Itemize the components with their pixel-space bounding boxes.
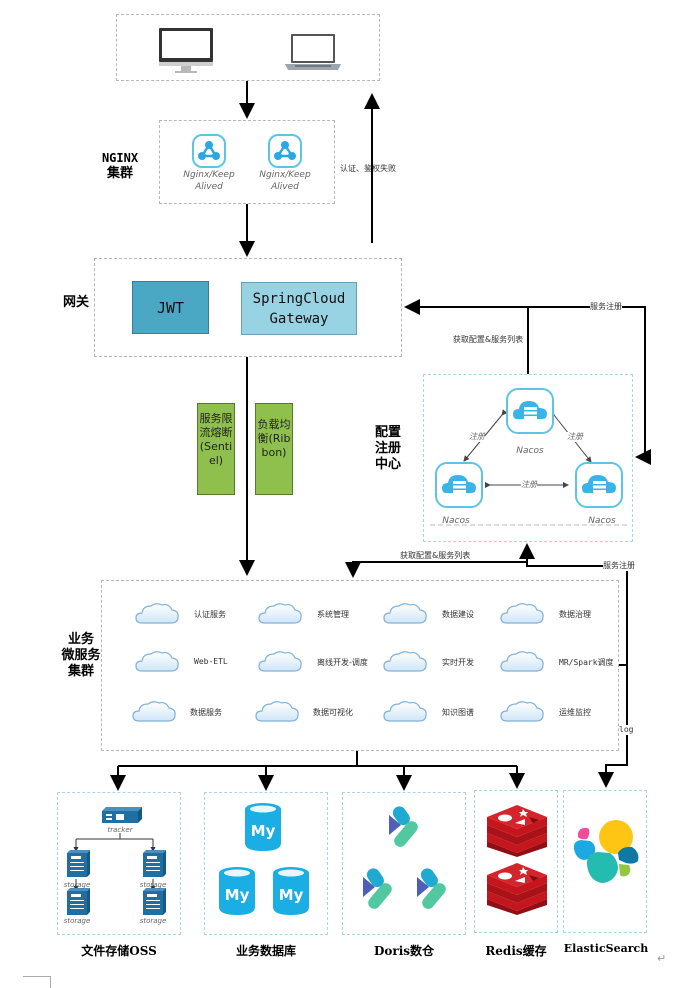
cluster-node-icon [192, 134, 226, 168]
redis-logo-icon [485, 803, 549, 861]
nacos-node-top [505, 387, 555, 439]
svg-text:My: My [279, 886, 304, 904]
register-edge-label: 注册 [521, 480, 537, 490]
mysql-cylinder-icon: My [243, 801, 283, 857]
nacos-label-top: Nacos [516, 446, 544, 456]
cloud-icon [499, 649, 545, 679]
mysql-label: 业务数据库 [235, 944, 296, 958]
storage-label: storage [63, 881, 91, 889]
jwt-box: JWT [132, 281, 209, 334]
storage-label: storage [139, 917, 167, 925]
arrow-registry-to-services [345, 561, 528, 578]
storage-label: storage [63, 917, 91, 925]
gateway-group: JWT SpringCloud Gateway [94, 258, 402, 357]
service-label: 系统管理 [317, 610, 349, 619]
registry-section-label: 配置 注册 中心 [374, 425, 401, 472]
tracker-server-icon [102, 807, 142, 823]
tracker-storage-topology [67, 807, 166, 915]
cloud-icon [499, 601, 545, 631]
cloud-icon [499, 699, 545, 729]
paragraph-mark: ↵ [657, 952, 667, 965]
storage-server-icon [143, 850, 166, 877]
sentinel-box: 服务限流熔断(Sentiel) [197, 403, 235, 495]
mysql-cylinder-icon: My [271, 865, 311, 921]
springcloud-gateway-box: SpringCloud Gateway [241, 282, 357, 335]
gateway-fetch-config-label: 获取配置&服务列表 [452, 335, 524, 344]
elasticsearch-label: ElasticSearch [563, 942, 649, 955]
services-fetch-config-label: 获取配置&服务列表 [400, 551, 471, 561]
tracker-label: tracker [107, 826, 133, 834]
service-label: MR/Spark调度 [559, 658, 614, 667]
registry-group: Nacos Nacos Nacos 注册 注册 注册 [423, 374, 633, 542]
cloud-icon [257, 601, 303, 631]
ribbon-box: 负载均衡(Ribbon) [255, 403, 293, 495]
svg-text:My: My [251, 822, 276, 840]
service-label: 实时开发 [442, 658, 474, 667]
oss-label: 文件存储OSS [81, 944, 157, 958]
elasticsearch-box [563, 790, 647, 933]
cloud-icon [382, 699, 428, 729]
nacos-label-left: Nacos [442, 516, 470, 526]
nginx-section-label: NGINX 集群 [101, 151, 139, 181]
service-label: 离线开发-调度 [317, 658, 368, 667]
cloud-icon [382, 601, 428, 631]
storage-server-icon [67, 888, 90, 915]
clients-group [116, 14, 380, 81]
microservices-group: 认证服务 系统管理 数据建设 数据治理 Web-ETL 离线开发-调度 实时开发 MR/Spa… [101, 580, 619, 751]
laptop-icon [285, 34, 341, 70]
nacos-node-right [574, 461, 624, 513]
redis-logo-icon [485, 861, 549, 919]
cloud-icon [257, 649, 303, 679]
services-register-label: 服务注册 [603, 561, 635, 571]
storage-server-icon [143, 888, 166, 915]
service-label: 数据服务 [190, 708, 222, 717]
cloud-icon [382, 649, 428, 679]
register-edge-label: 注册 [567, 432, 583, 442]
storage-label: storage [139, 881, 167, 889]
oss-storage-box: tracker storage storage storage storage [57, 792, 181, 935]
service-label: 知识图谱 [442, 708, 474, 717]
cloud-icon [131, 699, 177, 729]
doris-logo-icon [387, 803, 423, 853]
microservices-section-label: 业务 微服务 集群 [61, 632, 101, 679]
service-label: 认证服务 [194, 610, 226, 619]
log-label: log [619, 725, 634, 735]
desktop-monitor-icon [159, 28, 213, 73]
service-label: 数据建设 [442, 610, 474, 619]
service-label: 数据治理 [559, 610, 591, 619]
cloud-icon [134, 649, 180, 679]
storage-server-icon [67, 850, 90, 877]
auth-fail-label: 认证、鉴权失败 [340, 164, 396, 173]
gateway-service-register-label: 服务注册 [590, 302, 622, 312]
doris-label: Doris数仓 [373, 944, 435, 958]
elasticsearch-logo-icon [573, 820, 639, 883]
nacos-cloud-server-icon [506, 388, 554, 434]
mysql-cylinder-icon: My [217, 865, 257, 921]
cloud-icon [134, 601, 180, 631]
nacos-label-right: Nacos [588, 516, 616, 526]
doris-logo-icon [415, 865, 451, 915]
service-label: Web-ETL [194, 657, 228, 666]
service-label: 数据可视化 [313, 708, 353, 717]
page-corner-mark [23, 976, 51, 988]
doris-box [342, 792, 466, 935]
gateway-section-label: 网关 [62, 295, 89, 310]
redis-label: Redis缓存 [485, 944, 547, 958]
cloud-icon [254, 699, 300, 729]
nacos-cloud-server-icon [575, 462, 623, 508]
doris-logo-icon [361, 865, 397, 915]
register-edge-label: 注册 [469, 432, 485, 442]
svg-text:My: My [225, 886, 250, 904]
cluster-node-icon [268, 134, 302, 168]
nacos-node-left [434, 461, 484, 513]
nacos-cloud-server-icon [435, 462, 483, 508]
redis-box [474, 790, 558, 933]
service-label: 运维监控 [559, 708, 591, 717]
